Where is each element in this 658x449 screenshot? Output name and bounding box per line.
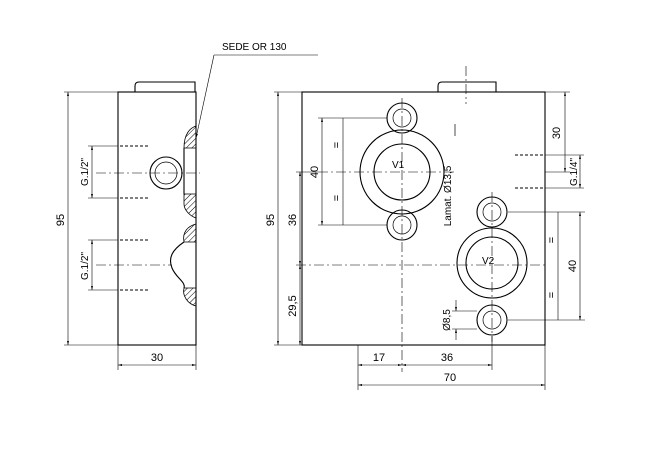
front-dim-17-label: 17 xyxy=(373,352,385,364)
front-dim-70-label: 70 xyxy=(444,372,456,384)
side-port-top-hatch-lower xyxy=(183,193,197,219)
side-port-top-hatch-upper xyxy=(183,125,197,149)
front-v1-label: V1 xyxy=(392,160,405,171)
front-hole-dia-label: Ø8,5 xyxy=(442,309,453,331)
side-port-top-label: G.1/2" xyxy=(80,158,91,186)
front-equal-left-bottom: = xyxy=(331,195,343,201)
front-view: V1 V2 95 36 29,5 40 = xyxy=(265,66,585,390)
front-v2-label: V2 xyxy=(482,256,495,267)
front-equal-left-top: = xyxy=(331,142,343,148)
front-hole-top-inner xyxy=(392,108,412,128)
front-counterbore-label: Lamat. Ø13,5 xyxy=(443,165,454,226)
side-view-top-cap xyxy=(134,81,196,92)
side-port-bottom-hatch-upper xyxy=(183,223,197,243)
front-hole-right-top-inner xyxy=(482,202,502,222)
front-equal-right-top: = xyxy=(546,237,558,243)
front-hole-right-bottom-inner xyxy=(482,310,502,330)
front-equal-right-bottom: = xyxy=(546,292,558,298)
front-view-body xyxy=(301,91,546,346)
seal-leader-label: SEDE OR 130 xyxy=(222,42,287,53)
front-dim-36v-label: 36 xyxy=(287,214,299,226)
side-port-bottom-label: G.1/2" xyxy=(80,252,91,280)
side-view: 95 G.1/2" G.1/2" 30 xyxy=(55,81,200,370)
front-dim-30-label: 30 xyxy=(551,127,563,139)
seal-leader: SEDE OR 130 xyxy=(195,42,318,139)
front-view-top-cap xyxy=(437,81,497,92)
leader-arrow xyxy=(195,54,215,139)
front-port-right-label: G.1/4" xyxy=(569,158,580,186)
side-port-bottom-break-line xyxy=(169,241,185,289)
front-dim-36h-label: 36 xyxy=(441,352,453,364)
front-dim-40r-label: 40 xyxy=(567,260,579,272)
side-view-body xyxy=(117,91,197,346)
front-dim-29-5-label: 29,5 xyxy=(287,295,299,316)
side-dim-30-label: 30 xyxy=(151,352,163,364)
front-dim-95-label: 95 xyxy=(265,214,277,226)
side-dim-95-label: 95 xyxy=(55,214,67,226)
front-dim-40l-label: 40 xyxy=(309,166,321,178)
side-port-bottom-hatch-lower xyxy=(183,287,197,307)
